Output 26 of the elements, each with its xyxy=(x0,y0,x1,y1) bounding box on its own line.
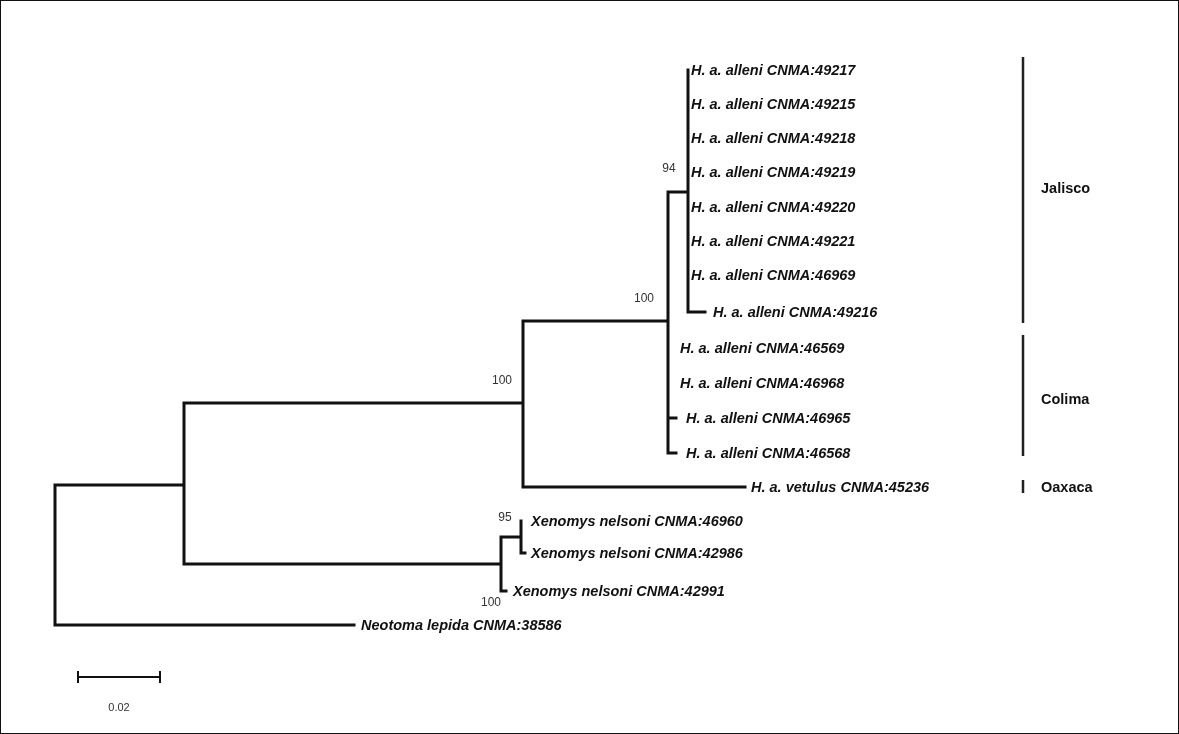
taxon-label: H. a. alleni CNMA:46968 xyxy=(680,374,845,392)
region-label: Jalisco xyxy=(1041,179,1091,197)
taxon-label: Neotoma lepida CNMA:38586 xyxy=(361,616,562,634)
taxon-label: H. a. vetulus CNMA:45236 xyxy=(751,478,930,496)
taxon-label: H. a. alleni CNMA:46569 xyxy=(680,339,845,357)
taxon-label: Xenomys nelsoni CNMA:46960 xyxy=(531,512,743,530)
taxon-label: H. a. alleni CNMA:49221 xyxy=(691,232,856,250)
taxon-label: H. a. alleni CNMA:49219 xyxy=(691,163,856,181)
taxon-label: H. a. alleni CNMA:46568 xyxy=(686,444,851,462)
region-label: Oaxaca xyxy=(1041,478,1093,496)
taxon-label: Xenomys nelsoni CNMA:42986 xyxy=(531,544,743,562)
region-label: Colima xyxy=(1041,390,1090,408)
taxon-label: H. a. alleni CNMA:49215 xyxy=(691,95,856,113)
taxon-label: H. a. alleni CNMA:49218 xyxy=(691,129,856,147)
taxon-label: H. a. alleni CNMA:49217 xyxy=(691,61,856,79)
scale-label: 0.02 xyxy=(108,700,130,714)
bootstrap-value: 95 xyxy=(498,511,512,525)
taxon-label: H. a. alleni CNMA:49220 xyxy=(691,198,856,216)
bootstrap-value: 100 xyxy=(634,292,654,306)
taxon-label: H. a. alleni CNMA:46969 xyxy=(691,266,856,284)
bootstrap-value: 100 xyxy=(492,374,512,388)
taxon-label: H. a. alleni CNMA:46965 xyxy=(686,409,851,427)
taxon-label: H. a. alleni CNMA:49216 xyxy=(713,303,878,321)
taxon-label: Xenomys nelsoni CNMA:42991 xyxy=(513,582,725,600)
bootstrap-value: 100 xyxy=(481,596,501,610)
bootstrap-value: 94 xyxy=(662,162,676,176)
